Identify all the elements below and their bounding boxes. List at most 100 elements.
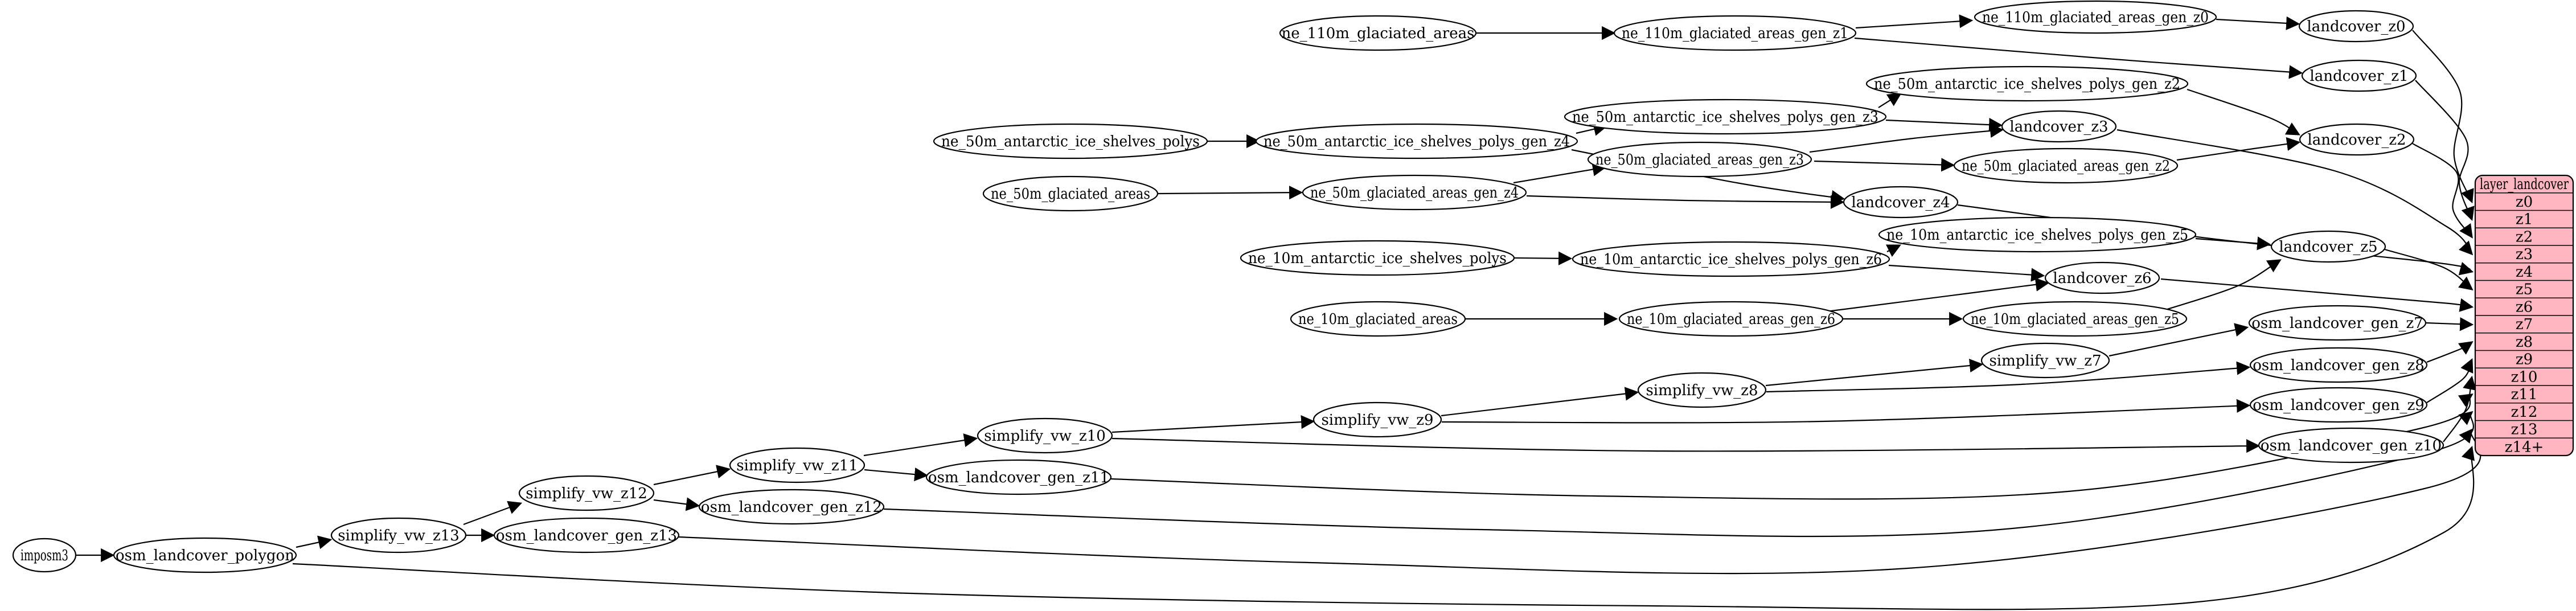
node-simplify_vw_z8: simplify_vw_z8 bbox=[1637, 372, 1767, 408]
edge-ne_10m_antarctic_ice_shelves_polys--ne_10m_antarctic_ice_shelves_polys_gen_z6 bbox=[1514, 251, 1573, 265]
node-ellipse-imposm3 bbox=[12, 538, 77, 573]
node-ne_110m_glaciated_areas_gen_z0: ne_110m_glaciated_areas_gen_z0 bbox=[1974, 0, 2217, 34]
node-ne_50m_antarctic_ice_shelves_polys_gen_z3: ne_50m_antarctic_ice_shelves_polys_gen_z… bbox=[1564, 99, 1887, 135]
node-osm_landcover_gen_z10: osm_landcover_gen_z10 bbox=[2258, 427, 2444, 464]
node-label-ne_10m_glaciated_areas_gen_z6: ne_10m_glaciated_areas_gen_z6 bbox=[1627, 311, 1835, 328]
node-landcover_z2: landcover_z2 bbox=[2299, 123, 2415, 156]
edge-ne_110m_glaciated_areas_gen_z1--ne_110m_glaciated_areas_gen_z0 bbox=[1855, 14, 1974, 29]
node-label-ne_110m_glaciated_areas: ne_110m_glaciated_areas bbox=[1282, 25, 1475, 42]
edge-ne_50m_antarctic_ice_shelves_polys_gen_z2--landcover_z2 bbox=[2187, 88, 2300, 136]
node-label-ne_10m_antarctic_ice_shelves_polys_gen_z6: ne_10m_antarctic_ice_shelves_polys_gen_z… bbox=[1580, 251, 1882, 268]
layer-row-z1: z1 bbox=[2516, 211, 2533, 228]
node-label-ne_10m_antarctic_ice_shelves_polys_gen_z5: ne_10m_antarctic_ice_shelves_polys_gen_z… bbox=[1886, 227, 2188, 244]
node-ellipse-landcover_z1 bbox=[2301, 59, 2417, 92]
layer-row-z0: z0 bbox=[2516, 194, 2533, 211]
node-label-ne_10m_antarctic_ice_shelves_polys: ne_10m_antarctic_ice_shelves_polys bbox=[1248, 250, 1507, 267]
edge-landcover_z6--layer_landcover.z6 bbox=[2160, 278, 2474, 312]
layer-row-z13: z13 bbox=[2511, 421, 2538, 438]
node-ellipse-landcover_z5 bbox=[2270, 230, 2386, 263]
node-label-simplify_vw_z11: simplify_vw_z11 bbox=[736, 457, 858, 474]
node-ellipse-ne_50m_antarctic_ice_shelves_polys_gen_z3 bbox=[1564, 99, 1887, 135]
edge-osm_landcover_gen_z13--layer_landcover.z13 bbox=[678, 428, 2481, 575]
layer-row-z9: z9 bbox=[2516, 351, 2533, 368]
node-ellipse-simplify_vw_z13 bbox=[330, 517, 467, 553]
node-label-ne_50m_antarctic_ice_shelves_polys_gen_z3: ne_50m_antarctic_ice_shelves_polys_gen_z… bbox=[1572, 109, 1878, 126]
edge-landcover_z2--layer_landcover.z2 bbox=[2412, 143, 2473, 239]
layer-row-z10: z10 bbox=[2511, 368, 2538, 386]
node-ellipse-simplify_vw_z12 bbox=[518, 475, 655, 511]
node-ne_50m_glaciated_areas_gen_z4: ne_50m_glaciated_areas_gen_z4 bbox=[1302, 174, 1527, 211]
edge-landcover_z0--layer_landcover.z0 bbox=[2412, 30, 2474, 204]
node-osm_landcover_gen_z8: osm_landcover_gen_z8 bbox=[2249, 347, 2428, 383]
edge-ne_50m_glaciated_areas_gen_z3--ne_50m_glaciated_areas_gen_z2 bbox=[1814, 158, 1955, 172]
node-label-ne_50m_glaciated_areas_gen_z2: ne_50m_glaciated_areas_gen_z2 bbox=[1962, 158, 2170, 175]
edge-ne_50m_glaciated_areas_gen_z3--landcover_z3 bbox=[1809, 124, 2004, 153]
node-label-landcover_z5: landcover_z5 bbox=[2279, 239, 2377, 256]
node-ellipse-ne_10m_glaciated_areas bbox=[1290, 301, 1466, 337]
node-ellipse-ne_10m_antarctic_ice_shelves_polys bbox=[1240, 240, 1515, 276]
node-landcover_z0: landcover_z0 bbox=[2298, 10, 2414, 43]
edge-simplify_vw_z9--osm_landcover_gen_z9 bbox=[1441, 399, 2251, 424]
node-ne_50m_antarctic_ice_shelves_polys_gen_z2: ne_50m_antarctic_ice_shelves_polys_gen_z… bbox=[1865, 65, 2189, 102]
node-label-osm_landcover_gen_z11: osm_landcover_gen_z11 bbox=[928, 469, 1109, 486]
edge-ne_10m_antarctic_ice_shelves_polys_gen_z5--landcover_z5 bbox=[2195, 236, 2271, 251]
node-ellipse-landcover_z4 bbox=[1843, 186, 1959, 219]
layer-row-z14+: z14+ bbox=[2505, 438, 2544, 456]
node-label-simplify_vw_z7: simplify_vw_z7 bbox=[1989, 352, 2101, 370]
node-simplify_vw_z12: simplify_vw_z12 bbox=[518, 475, 655, 511]
node-imposm3: imposm3 bbox=[12, 538, 77, 573]
node-ellipse-ne_10m_antarctic_ice_shelves_polys_gen_z6 bbox=[1572, 241, 1890, 277]
node-ellipse-osm_landcover_polygon bbox=[113, 537, 297, 573]
node-label-ne_50m_glaciated_areas_gen_z3: ne_50m_glaciated_areas_gen_z3 bbox=[1595, 151, 1804, 169]
edge-simplify_vw_z11--simplify_vw_z10 bbox=[863, 433, 978, 457]
edge-osm_landcover_gen_z10--layer_landcover.z10 bbox=[2443, 375, 2476, 442]
node-label-simplify_vw_z9: simplify_vw_z9 bbox=[1321, 412, 1433, 429]
node-ellipse-simplify_vw_z10 bbox=[977, 417, 1113, 454]
node-landcover_z5: landcover_z5 bbox=[2270, 230, 2386, 263]
node-label-imposm3: imposm3 bbox=[20, 547, 68, 564]
node-ellipse-ne_50m_antarctic_ice_shelves_polys_gen_z2 bbox=[1865, 65, 2189, 102]
node-label-osm_landcover_polygon: osm_landcover_polygon bbox=[116, 547, 294, 564]
edge-osm_landcover_gen_z7--layer_landcover.z7 bbox=[2425, 317, 2474, 331]
node-ellipse-osm_landcover_gen_z8 bbox=[2249, 347, 2428, 383]
edge-simplify_vw_z8--osm_landcover_gen_z8 bbox=[1766, 361, 2251, 393]
layer-row-z5: z5 bbox=[2516, 281, 2533, 298]
node-ellipse-ne_50m_antarctic_ice_shelves_polys_gen_z4 bbox=[1255, 123, 1578, 159]
edge-landcover_z1--layer_landcover.z1 bbox=[2415, 80, 2475, 222]
node-ne_10m_glaciated_areas_gen_z5: ne_10m_glaciated_areas_gen_z5 bbox=[1962, 301, 2188, 337]
edge-simplify_vw_z11--osm_landcover_gen_z11 bbox=[864, 468, 929, 482]
edge-osm_landcover_gen_z8--layer_landcover.z8 bbox=[2426, 341, 2474, 363]
node-label-landcover_z2: landcover_z2 bbox=[2307, 132, 2406, 149]
node-ellipse-ne_50m_glaciated_areas bbox=[982, 175, 1159, 212]
node-ne_10m_antarctic_ice_shelves_polys_gen_z5: ne_10m_antarctic_ice_shelves_polys_gen_z… bbox=[1878, 216, 2197, 253]
edge-ne_10m_antarctic_ice_shelves_polys_gen_z6--landcover_z6 bbox=[1888, 264, 2045, 282]
node-label-ne_50m_glaciated_areas_gen_z4: ne_50m_glaciated_areas_gen_z4 bbox=[1310, 184, 1519, 202]
node-simplify_vw_z13: simplify_vw_z13 bbox=[330, 517, 467, 553]
node-ellipse-osm_landcover_gen_z7 bbox=[2248, 305, 2427, 341]
layer-row-z6: z6 bbox=[2516, 298, 2533, 315]
node-ne_50m_antarctic_ice_shelves_polys: ne_50m_antarctic_ice_shelves_polys bbox=[933, 123, 1208, 159]
node-ellipse-ne_10m_antarctic_ice_shelves_polys_gen_z5 bbox=[1878, 216, 2197, 253]
node-osm_landcover_gen_z13: osm_landcover_gen_z13 bbox=[493, 517, 680, 553]
node-ellipse-ne_110m_glaciated_areas_gen_z1 bbox=[1613, 15, 1857, 51]
node-label-osm_landcover_gen_z12: osm_landcover_gen_z12 bbox=[701, 499, 882, 516]
node-ellipse-osm_landcover_gen_z12 bbox=[698, 489, 885, 525]
node-label-ne_110m_glaciated_areas_gen_z1: ne_110m_glaciated_areas_gen_z1 bbox=[1622, 25, 1848, 42]
node-ellipse-ne_50m_glaciated_areas_gen_z3 bbox=[1587, 141, 1812, 178]
node-ellipse-simplify_vw_z9 bbox=[1312, 401, 1442, 438]
edge-simplify_vw_z12--osm_landcover_gen_z12 bbox=[653, 497, 700, 511]
edge-ne_50m_glaciated_areas_gen_z2--landcover_z2 bbox=[2176, 137, 2301, 161]
edge-simplify_vw_z13--simplify_vw_z12 bbox=[463, 501, 523, 526]
edge-simplify_vw_z8--simplify_vw_z7 bbox=[1765, 358, 1984, 387]
edge-simplify_vw_z12--simplify_vw_z11 bbox=[653, 465, 731, 486]
node-ellipse-osm_landcover_gen_z13 bbox=[493, 517, 680, 553]
node-landcover_z4: landcover_z4 bbox=[1843, 186, 1959, 219]
node-ellipse-landcover_z0 bbox=[2298, 10, 2414, 43]
node-ellipse-landcover_z3 bbox=[2001, 110, 2117, 143]
node-simplify_vw_z7: simplify_vw_z7 bbox=[1980, 342, 2110, 379]
node-label-landcover_z3: landcover_z3 bbox=[2009, 118, 2108, 136]
node-ne_50m_glaciated_areas_gen_z2: ne_50m_glaciated_areas_gen_z2 bbox=[1953, 147, 2179, 184]
layer-landcover-title: layer_landcover bbox=[2480, 176, 2569, 193]
node-simplify_vw_z9: simplify_vw_z9 bbox=[1312, 401, 1442, 438]
node-label-ne_10m_glaciated_areas: ne_10m_glaciated_areas bbox=[1298, 311, 1458, 328]
